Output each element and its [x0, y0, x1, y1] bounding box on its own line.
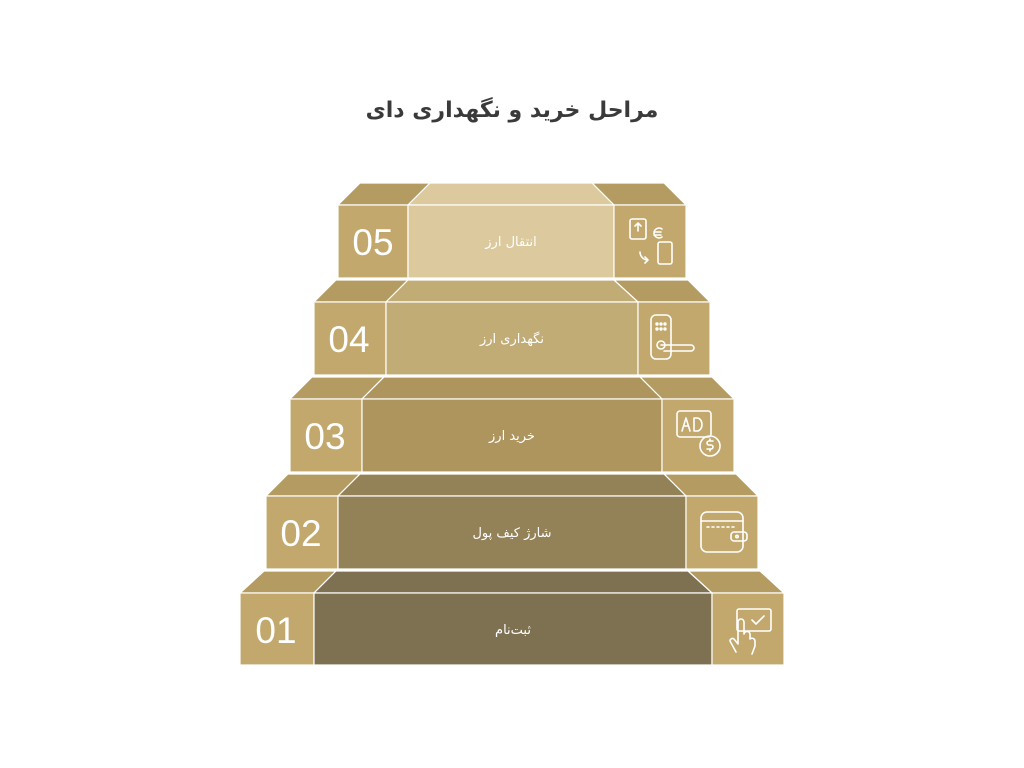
- step-01: 01 ثبت‌نام: [238, 570, 786, 666]
- touch-check-icon: [729, 608, 772, 655]
- step-01-right-face: [711, 592, 785, 666]
- diagram-title: مراحل خرید و نگهداری دای: [365, 98, 659, 123]
- step-04: 04 نگهداری ارز: [312, 279, 712, 376]
- step-03-left-face: [289, 398, 363, 473]
- step-03-center-top: [360, 376, 664, 400]
- step-number: 02: [280, 513, 321, 554]
- step-05-left-face: [337, 204, 409, 279]
- step-02-center-top: [336, 473, 688, 497]
- ad-dollar-icon: [676, 410, 721, 457]
- step-number: 03: [304, 416, 345, 457]
- step-label: شارژ کیف پول: [472, 526, 551, 541]
- step-02: 02 شارژ کیف پول: [264, 473, 760, 570]
- step-number: 01: [255, 610, 296, 651]
- step-02-center-face: [337, 495, 687, 570]
- step-label: خرید ارز: [488, 429, 535, 444]
- step-01-center-face: [313, 592, 713, 666]
- step-03-center-face: [361, 398, 663, 473]
- step-05-right-face: [613, 204, 687, 279]
- step-02-right-face: [685, 495, 759, 570]
- step-01-center-top: [312, 570, 714, 594]
- step-label: نگهداری ارز: [479, 331, 544, 347]
- step-label: ثبت‌نام: [495, 623, 531, 638]
- step-03: 03 خرید ارز: [288, 376, 736, 473]
- wallet-icon: [700, 511, 748, 553]
- step-04-center-top: [384, 279, 640, 303]
- step-02-left-face: [265, 495, 339, 570]
- step-04-left-face: [313, 301, 387, 376]
- step-number: 04: [328, 319, 369, 360]
- step-01-left-face: [239, 592, 315, 666]
- step-05-center-top: [406, 182, 616, 206]
- smart-lock-icon: [650, 314, 695, 360]
- step-05: 05 انتقال ارز: [336, 182, 688, 279]
- step-05-center-face: [407, 204, 615, 279]
- step-03-right-face: [661, 398, 735, 473]
- step-label: انتقال ارز: [484, 235, 536, 250]
- step-number: 05: [352, 222, 393, 263]
- currency-transfer-icon: [629, 218, 673, 265]
- step-04-right-face: [637, 301, 711, 376]
- step-04-center-face: [385, 301, 639, 376]
